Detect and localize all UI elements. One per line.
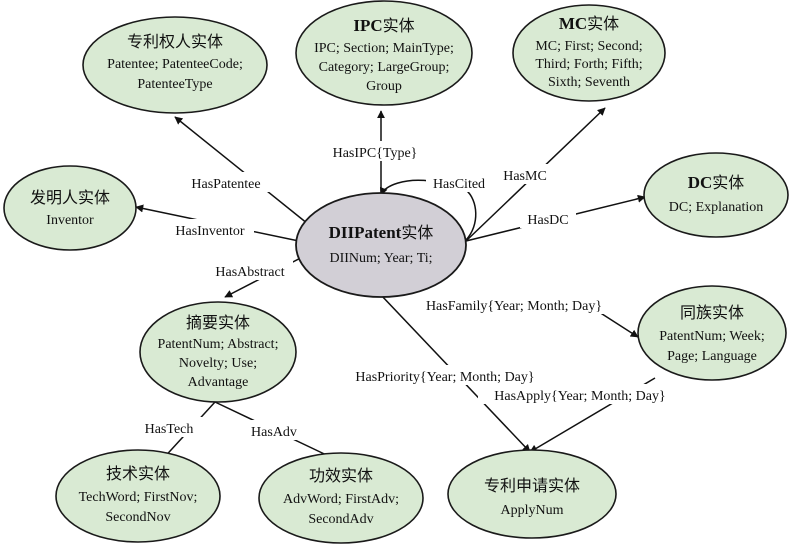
entity-abstract-attr-2: Advantage [188,375,249,390]
label-has-priority: HasPriority{Year; Month; Day} [355,370,534,385]
label-has-ipc: HasIPC{Type} [333,146,418,161]
entity-adv-title: 功效实体 [309,466,373,485]
label-has-family: HasFamily{Year; Month; Day} [426,299,602,314]
entity-ipc-title: IPC实体 [353,16,414,35]
entity-tech: 技术实体 TechWord; FirstNov; SecondNov [55,449,221,543]
entity-mc-attr-0: MC; First; Second; [535,39,642,54]
entity-center-title: DIIPatent实体 [329,223,434,242]
entity-adv-attr-0: AdvWord; FirstAdv; [283,492,399,507]
entity-ipc-attr-2: Group [366,79,402,94]
entity-patentee: 专利权人实体 Patentee; PatenteeCode; PatenteeT… [82,16,268,114]
entity-inventor-title: 发明人实体 [30,188,110,207]
label-has-patentee: HasPatentee [191,177,260,192]
entity-abstract-attr-1: Novelty; Use; [179,356,257,371]
entity-family: 同族实体 PatentNum; Week; Page; Language [637,285,787,381]
entity-apply-title: 专利申请实体 [484,476,580,495]
label-has-apply: HasApply{Year; Month; Day} [494,389,665,404]
entity-family-title: 同族实体 [680,303,744,322]
entity-family-attr-1: Page; Language [667,349,757,364]
entity-tech-attr-0: TechWord; FirstNov; [79,490,198,505]
entity-tech-attr-1: SecondNov [105,510,170,525]
entity-tech-title: 技术实体 [106,464,170,483]
entity-center-attr: DIINum; Year; Ti; [329,251,432,266]
edge-has-cited-loop [465,189,477,241]
label-has-tech: HasTech [145,422,194,437]
entity-ipc-attr-0: IPC; Section; MainType; [314,41,454,56]
label-has-mc: HasMC [503,169,547,184]
entity-abstract: 摘要实体 PatentNum; Abstract; Novelty; Use; … [139,301,297,403]
entity-ipc: IPC实体 IPC; Section; MainType; Category; … [295,0,473,106]
entity-center: DIIPatent实体 DIINum; Year; Ti; [295,192,467,298]
entity-dc-attr-0: DC; Explanation [669,200,764,215]
entity-patentee-title: 专利权人实体 [127,32,223,51]
entity-adv: 功效实体 AdvWord; FirstAdv; SecondAdv [258,452,424,544]
entity-mc-attr-1: Third; Forth; Fifth; [535,57,642,72]
entity-adv-attr-1: SecondAdv [308,512,373,527]
entity-dc: DC实体 DC; Explanation [643,152,789,238]
entity-ipc-attr-1: Category; LargeGroup; [319,60,450,75]
entity-dc-title: DC实体 [688,173,745,192]
entity-mc-attr-2: Sixth; Seventh [548,75,630,90]
label-has-adv: HasAdv [251,425,297,440]
label-has-inventor: HasInventor [175,224,245,239]
entity-inventor-attr-0: Inventor [46,213,94,228]
entity-mc: MC实体 MC; First; Second; Third; Forth; Fi… [512,4,666,102]
label-has-cited: HasCited [433,177,485,192]
entity-abstract-attr-0: PatentNum; Abstract; [158,337,279,352]
entity-apply-attr-0: ApplyNum [501,503,564,518]
entity-patentee-attr-1: PatenteeType [137,77,212,92]
entity-patentee-attr-0: Patentee; PatenteeCode; [107,57,243,72]
entity-apply: 专利申请实体 ApplyNum [447,449,617,539]
label-has-dc: HasDC [527,213,568,228]
entity-abstract-title: 摘要实体 [186,313,250,332]
entity-mc-title: MC实体 [559,14,619,33]
relation-labels: HasPatentee HasIPC{Type} HasCited HasMC … [134,141,682,440]
entity-family-attr-0: PatentNum; Week; [659,329,765,344]
label-has-abstract: HasAbstract [215,265,284,280]
entity-inventor: 发明人实体 Inventor [3,165,137,251]
